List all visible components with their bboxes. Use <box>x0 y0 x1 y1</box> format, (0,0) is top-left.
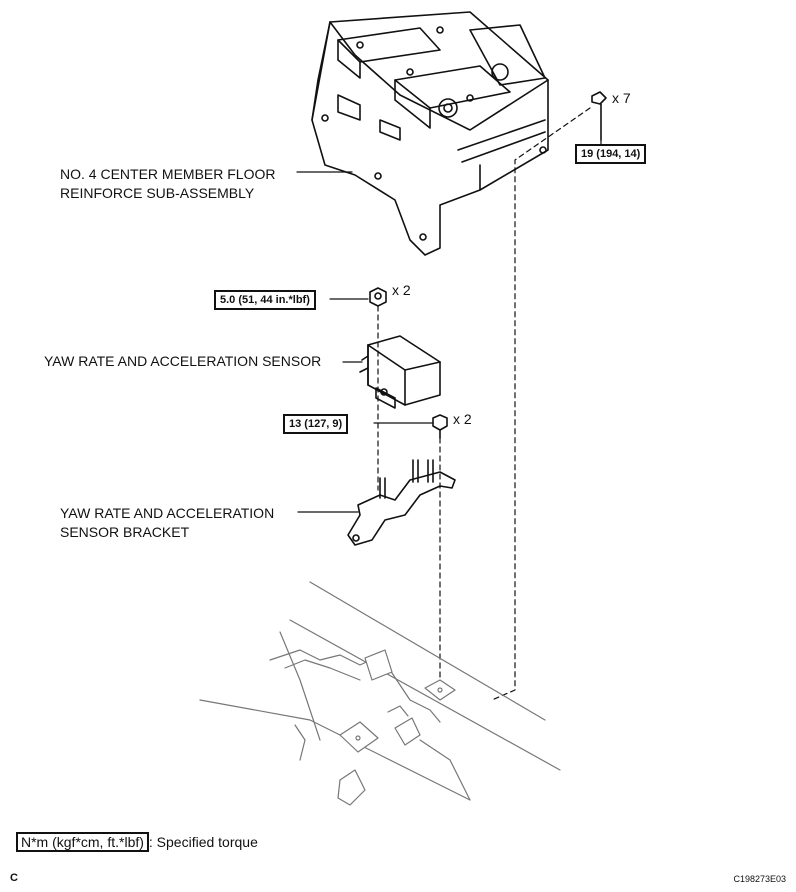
floor-bolt-torque-box: 19 (194, 14) <box>575 144 647 164</box>
leader-lines <box>296 139 602 513</box>
figure-code: C198273E03 <box>733 874 786 884</box>
floor-reinforce-label-line2: REINFORCE SUB-ASSEMBLY <box>60 185 255 201</box>
yaw-sensor-drawing <box>359 335 441 409</box>
legend-unit-box: N*m (kgf*cm, ft.*lbf) <box>16 832 149 852</box>
sensor-bracket-drawing <box>347 459 456 546</box>
bracket-label-line2: SENSOR BRACKET <box>60 524 190 540</box>
yaw-sensor-label: YAW RATE AND ACCELERATION SENSOR <box>44 353 322 369</box>
legend-text: : Specified torque <box>148 834 258 850</box>
floor-reinforce-label-line1: NO. 4 CENTER MEMBER FLOOR <box>60 166 276 182</box>
bracket-label: YAW RATE AND ACCELERATION SENSOR BRACKET <box>60 504 274 542</box>
sensor-nut-torque-box: 5.0 (51, 44 in.*lbf) <box>214 290 316 310</box>
floor-reinforce-drawing <box>311 11 549 256</box>
torque-legend: N*m (kgf*cm, ft.*lbf): Specified torque <box>16 832 258 852</box>
floor-bolt-qty: x 7 <box>612 90 631 106</box>
floor-bolt-drawing <box>591 91 607 141</box>
floor-reinforce-label: NO. 4 CENTER MEMBER FLOOR REINFORCE SUB-… <box>60 165 275 203</box>
floor-panel-drawing <box>199 581 561 806</box>
sensor-nut-drawing <box>369 287 387 307</box>
sensor-nut-qty: x 2 <box>392 282 411 298</box>
corner-letter: C <box>10 872 18 884</box>
bracket-bolt-qty: x 2 <box>453 411 472 427</box>
bracket-bolt-drawing <box>432 414 448 439</box>
bracket-label-line1: YAW RATE AND ACCELERATION <box>60 505 275 521</box>
bracket-bolt-torque-box: 13 (127, 9) <box>283 414 349 434</box>
